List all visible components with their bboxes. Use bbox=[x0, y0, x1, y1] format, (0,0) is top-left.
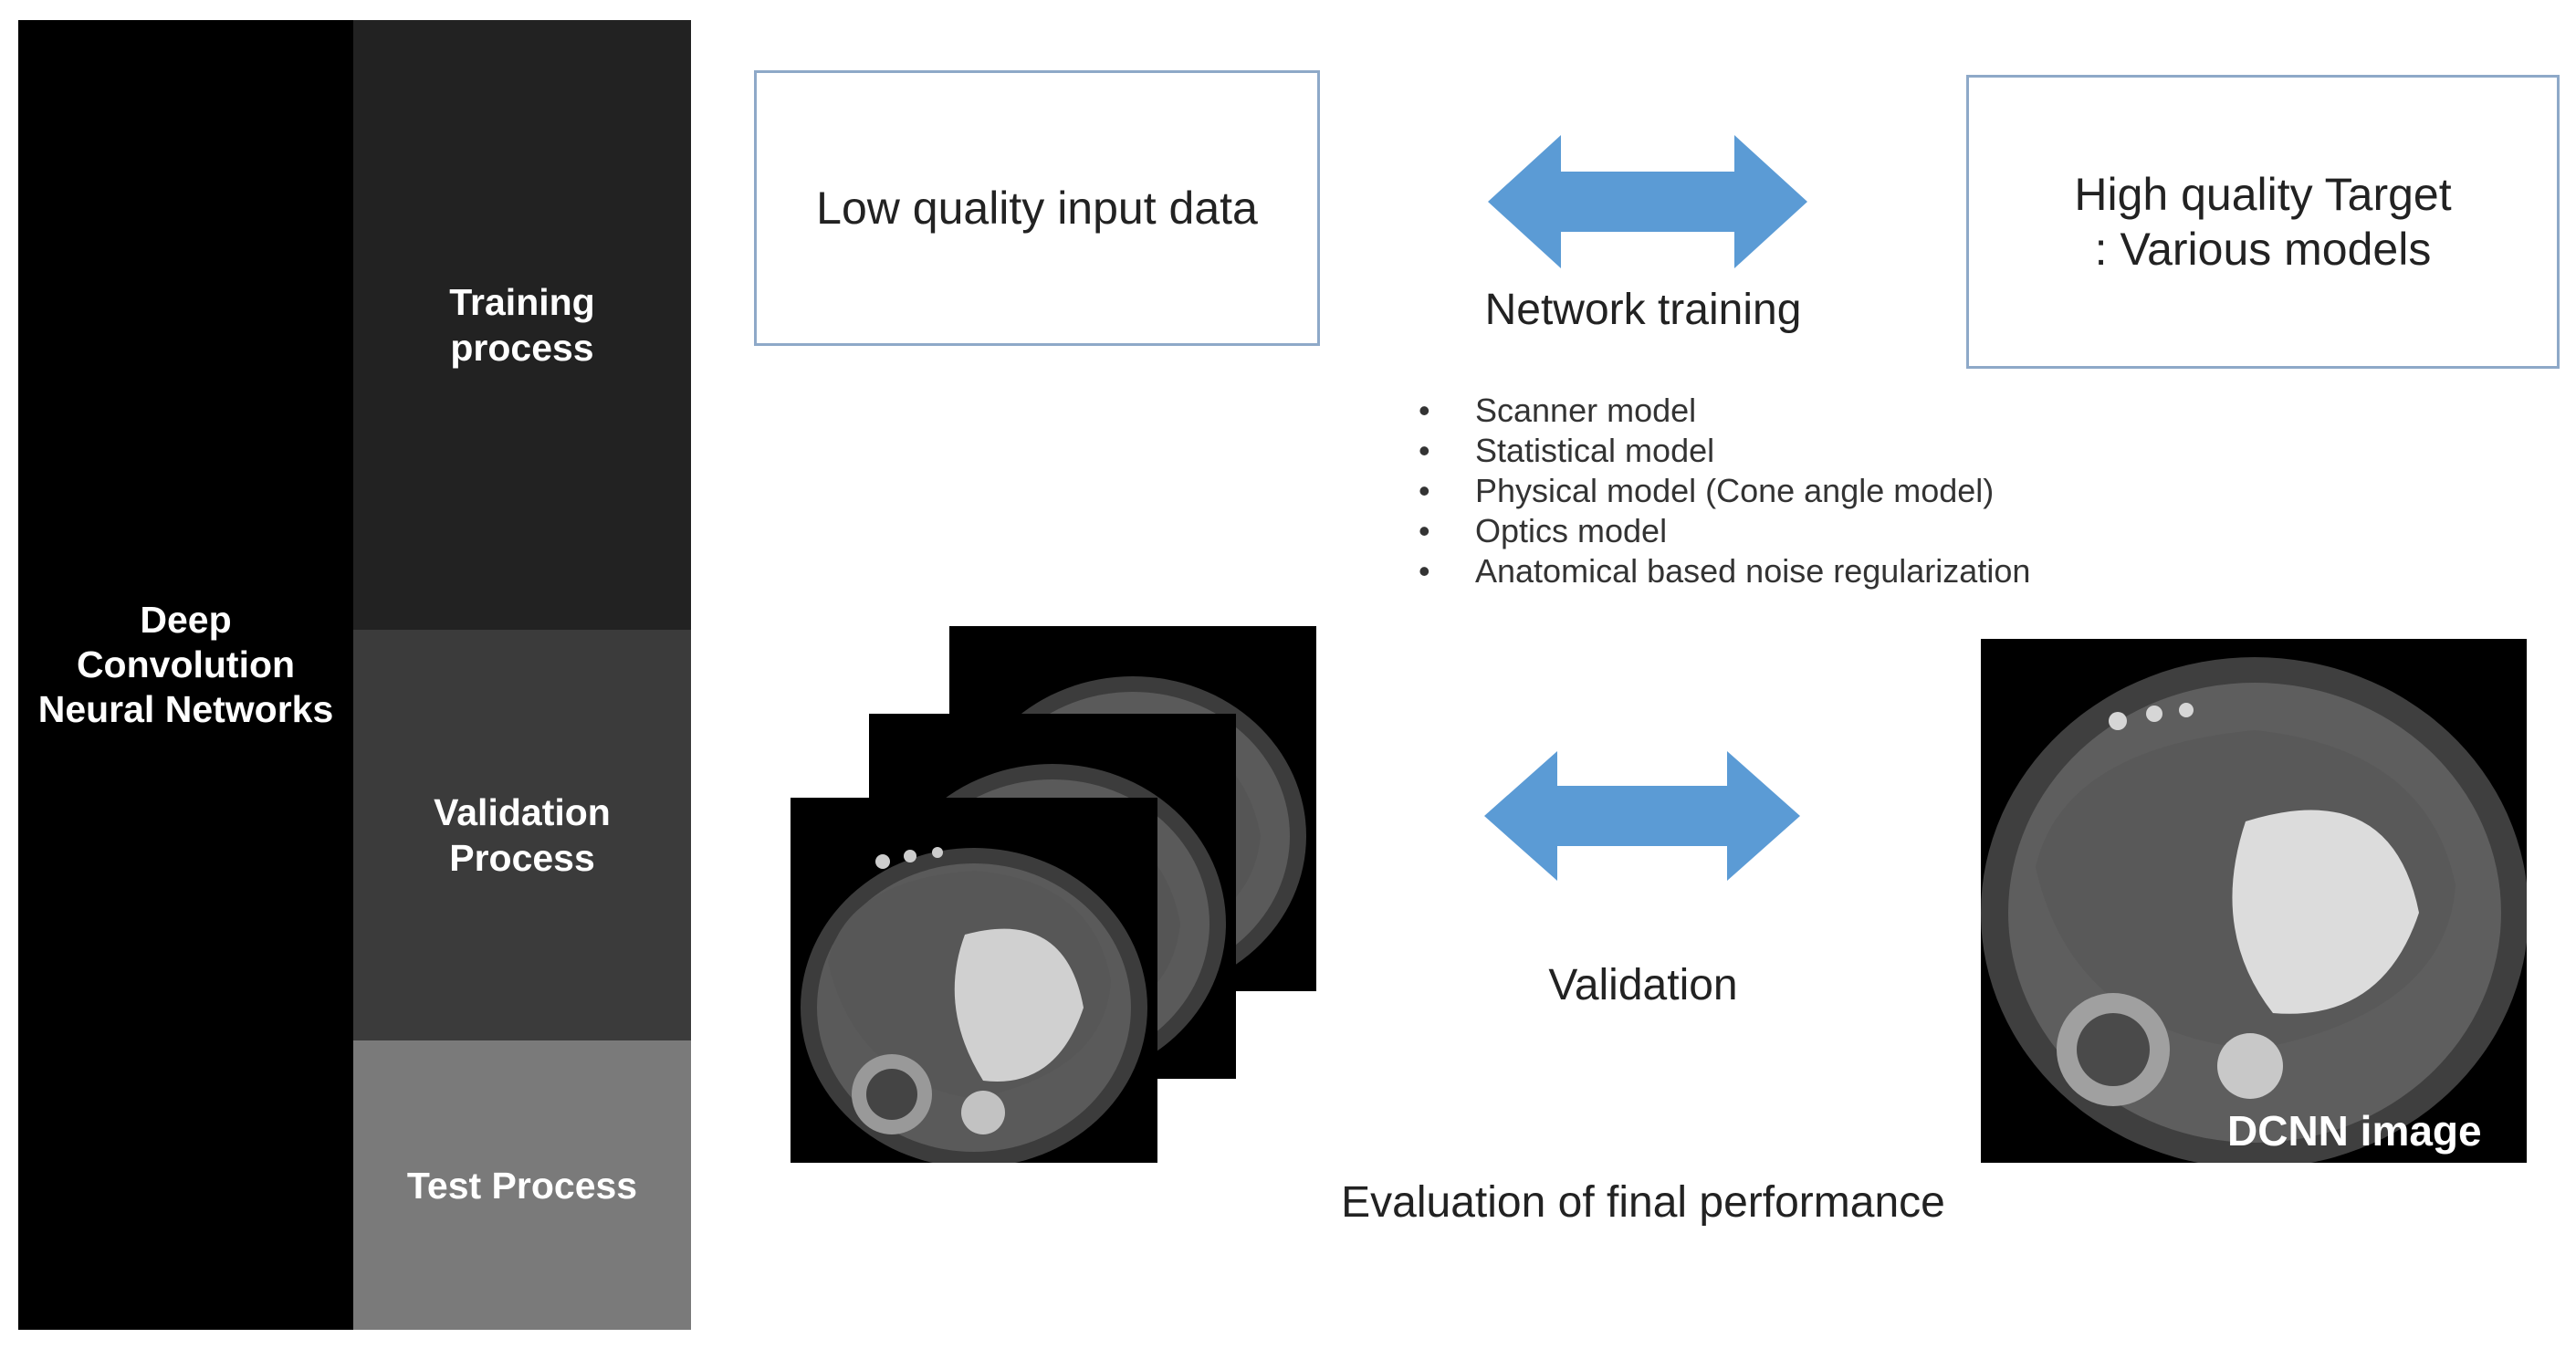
target-line-2: : Various models bbox=[2094, 224, 2432, 275]
training-label-line-2: process bbox=[450, 327, 594, 369]
dcnn-title-line-3: Neural Networks bbox=[37, 688, 334, 730]
model-item: •Optics model bbox=[1419, 512, 1668, 549]
dcnn-image-label: DCNN image bbox=[2227, 1107, 2482, 1155]
validation-label-line-2: Process bbox=[449, 837, 595, 879]
training-arrow-shape bbox=[1488, 135, 1807, 268]
evaluation-label: Evaluation of final performance bbox=[1341, 1178, 1945, 1227]
bullet-icon: • bbox=[1419, 472, 1430, 509]
model-item: •Anatomical based noise regularization bbox=[1419, 552, 2031, 590]
bullet-icon: • bbox=[1419, 512, 1430, 549]
validation-label: Validation bbox=[1548, 961, 1738, 1009]
training-process-block: Training process bbox=[353, 20, 691, 630]
validation-arrow-shape bbox=[1484, 751, 1800, 881]
network-training-label: Network training bbox=[1484, 286, 1802, 334]
dcnn-output-image bbox=[1981, 639, 2527, 1163]
low-quality-input-box: Low quality input data bbox=[754, 70, 1320, 346]
target-line-1: High quality Target bbox=[2074, 169, 2452, 220]
validation-label-line-1: Validation bbox=[434, 791, 611, 833]
model-item: •Physical model (Cone angle model) bbox=[1419, 472, 1995, 509]
test-process-block: Test Process bbox=[353, 1040, 691, 1330]
dcnn-title-line-1: Deep bbox=[140, 599, 232, 641]
validation-process-block: Validation Process bbox=[353, 630, 691, 1040]
test-label: Test Process bbox=[406, 1164, 638, 1207]
dcnn-title-line-2: Convolution bbox=[76, 643, 296, 685]
validation-double-arrow bbox=[1484, 751, 1800, 881]
bullet-icon: • bbox=[1419, 392, 1430, 429]
bullet-icon: • bbox=[1419, 432, 1430, 469]
high-quality-target-box: High quality Target : Various models bbox=[1966, 75, 2560, 369]
ct-image-stack-front bbox=[791, 798, 1157, 1163]
model-list: •Scanner model •Statistical model •Physi… bbox=[1411, 391, 2030, 591]
dcnn-title: Deep Convolution Neural Networks bbox=[18, 598, 353, 732]
input-box-label: Low quality input data bbox=[816, 183, 1258, 234]
training-double-arrow bbox=[1488, 135, 1807, 268]
training-label-line-1: Training bbox=[449, 281, 595, 323]
bullet-icon: • bbox=[1419, 552, 1430, 590]
dcnn-column bbox=[18, 20, 353, 1330]
model-item: •Scanner model bbox=[1419, 392, 1697, 429]
model-item: •Statistical model bbox=[1419, 432, 1715, 469]
